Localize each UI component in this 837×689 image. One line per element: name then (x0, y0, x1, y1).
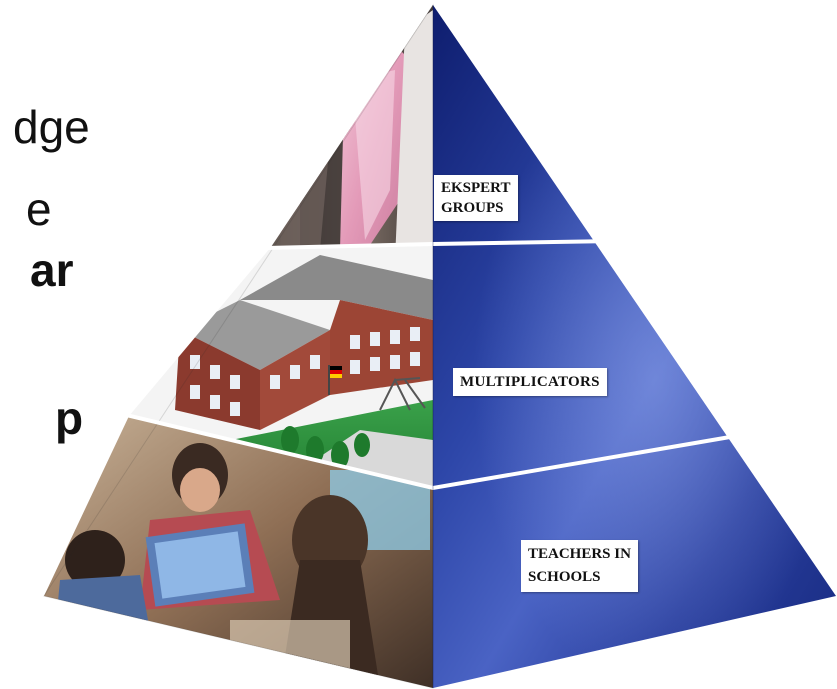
text-fragment-3: ar (30, 244, 74, 296)
text-fragment-1: dge (13, 101, 90, 153)
text-fragment-4: p (55, 392, 84, 444)
divider-top (265, 239, 616, 250)
tier-label-bottom: TEACHERS IN SCHOOLS (521, 540, 638, 592)
text-fragment-2: e (26, 183, 52, 235)
tier-label-top: EKSPERT GROUPS (434, 175, 518, 221)
divider-bottom (125, 413, 731, 491)
tier-label-middle: MULTIPLICATORS (453, 368, 607, 396)
tier-top-image (271, 5, 433, 247)
